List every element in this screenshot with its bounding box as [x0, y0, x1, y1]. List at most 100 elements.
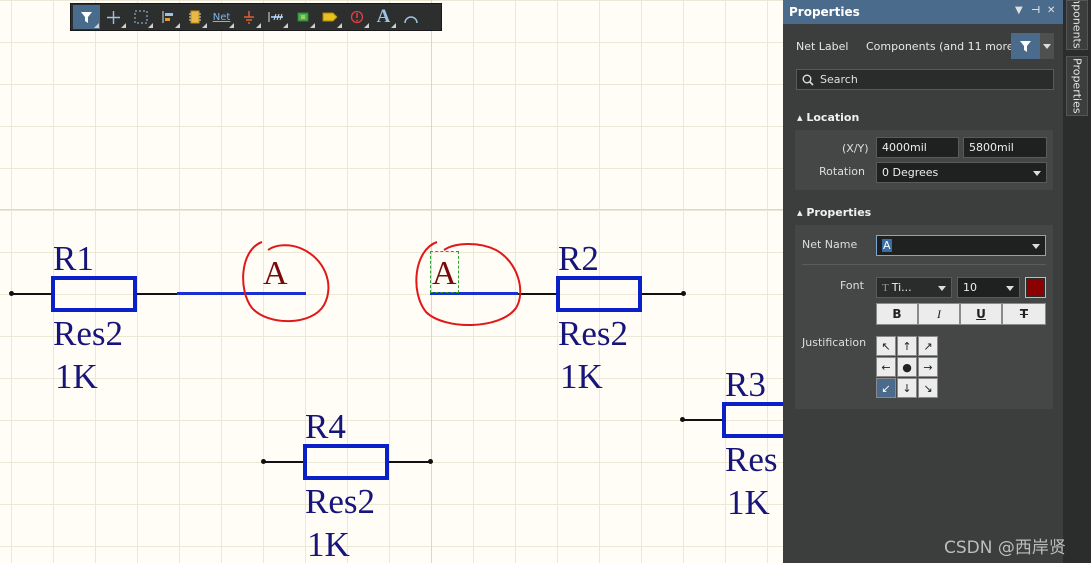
- place-harness-button[interactable]: [289, 5, 316, 29]
- r4-comment[interactable]: Res2: [305, 482, 375, 521]
- search-input[interactable]: Search: [820, 73, 858, 86]
- justify-bottom-center-button[interactable]: ↓: [897, 378, 917, 398]
- justification-label: Justification: [802, 336, 867, 349]
- align-button[interactable]: [154, 5, 181, 29]
- font-label: Font: [840, 279, 864, 292]
- justify-bottom-left-button[interactable]: ↙: [876, 378, 896, 398]
- chevron-down-icon: [1032, 243, 1040, 249]
- justify-middle-right-button[interactable]: →: [918, 357, 938, 377]
- y-input[interactable]: 5800mil: [963, 137, 1047, 158]
- r2-value[interactable]: 1K: [560, 357, 603, 396]
- net-name-input[interactable]: A: [876, 235, 1046, 256]
- properties-panel: Properties ▼ ⊣ ✕ Net Label Components (a…: [783, 0, 1063, 563]
- pin-icon[interactable]: ⊣: [1031, 5, 1041, 16]
- justify-top-center-button[interactable]: ↑: [897, 336, 917, 356]
- search-box[interactable]: Search: [796, 69, 1054, 90]
- rotation-value: 0 Degrees: [882, 166, 939, 179]
- rotation-select[interactable]: 0 Degrees: [876, 162, 1047, 183]
- pin-end: [428, 459, 433, 464]
- watermark: CSDN @西岸贤: [944, 538, 1066, 558]
- annotation-circle: [415, 241, 522, 327]
- net-label-a-left[interactable]: A: [263, 255, 288, 292]
- place-port-button[interactable]: [316, 5, 343, 29]
- font-color-button[interactable]: [1025, 277, 1046, 298]
- annotation-circle: [242, 241, 330, 323]
- annotation-overlay: [242, 241, 522, 327]
- resistor-r3-body[interactable]: [722, 402, 783, 438]
- x-input[interactable]: 4000mil: [876, 137, 959, 158]
- panel-dock: Components Properties: [1063, 0, 1091, 563]
- justify-top-left-button[interactable]: ↖: [876, 336, 896, 356]
- ground-icon: [243, 11, 254, 24]
- place-bus-button[interactable]: [262, 5, 289, 29]
- strikethrough-button[interactable]: T: [1002, 303, 1046, 325]
- panel-filter-dropdown[interactable]: [1040, 33, 1054, 59]
- component-icon: [188, 10, 201, 24]
- tab-components[interactable]: Components: [1066, 0, 1088, 50]
- pin-wire: [518, 293, 558, 295]
- place-arc-button[interactable]: [397, 5, 424, 29]
- resistor-r2-body[interactable]: [556, 276, 642, 312]
- justify-center-button[interactable]: ●: [897, 357, 917, 377]
- r2-comment[interactable]: Res2: [558, 314, 628, 353]
- justify-top-right-button[interactable]: ↗: [918, 336, 938, 356]
- location-heading: Location: [806, 111, 860, 124]
- pin-wire: [11, 293, 53, 295]
- place-power-button[interactable]: [235, 5, 262, 29]
- port-icon: [322, 12, 338, 22]
- filter-summary[interactable]: Components (and 11 more): [866, 40, 1018, 53]
- underline-button[interactable]: U: [960, 303, 1002, 325]
- search-icon: [802, 74, 814, 86]
- pin-wire: [642, 293, 684, 295]
- r4-designator[interactable]: R4: [305, 407, 346, 446]
- chevron-down-icon: [1043, 43, 1051, 49]
- properties-heading: Properties: [806, 206, 872, 219]
- panel-menu-icon[interactable]: ▼: [1015, 5, 1023, 16]
- tab-properties[interactable]: Properties: [1066, 56, 1088, 116]
- font-size-select[interactable]: 10: [957, 277, 1020, 298]
- active-bar-toolbar: Net A: [70, 3, 442, 31]
- select-button[interactable]: [127, 5, 154, 29]
- place-sheet-entry-button[interactable]: [343, 5, 370, 29]
- resistor-r1-body[interactable]: [51, 276, 137, 312]
- r2-designator[interactable]: R2: [558, 239, 599, 278]
- pin-wire: [263, 461, 305, 463]
- r3-value[interactable]: 1K: [727, 483, 770, 522]
- drag-button[interactable]: [100, 5, 127, 29]
- r1-value[interactable]: 1K: [55, 357, 98, 396]
- r3-designator[interactable]: R3: [725, 365, 766, 404]
- grid-line: [0, 209, 783, 210]
- location-section-header[interactable]: ▴ Location: [797, 111, 860, 124]
- place-part-button[interactable]: [181, 5, 208, 29]
- tab-properties-label: Properties: [1070, 58, 1084, 114]
- panel-filter-button[interactable]: [1011, 33, 1040, 59]
- pin-wire: [137, 293, 177, 295]
- net-label-a-right[interactable]: A: [432, 255, 457, 292]
- bold-button[interactable]: B: [876, 303, 918, 325]
- r3-comment[interactable]: Res: [725, 440, 778, 479]
- net-label-icon: Net: [212, 11, 231, 23]
- resistor-r4-body[interactable]: [303, 444, 389, 480]
- panel-title-bar: Properties ▼ ⊣ ✕: [783, 0, 1063, 24]
- r1-comment[interactable]: Res2: [53, 314, 123, 353]
- select-area-icon: [134, 10, 147, 24]
- properties-section-header[interactable]: ▴ Properties: [797, 206, 872, 219]
- place-net-label-button[interactable]: Net: [208, 5, 235, 29]
- net-wire[interactable]: [177, 292, 306, 295]
- net-wire[interactable]: [430, 292, 518, 295]
- pin-end: [681, 291, 686, 296]
- r1-designator[interactable]: R1: [53, 239, 94, 278]
- chevron-down-icon: [1033, 170, 1041, 176]
- justify-middle-left-button[interactable]: ←: [876, 357, 896, 377]
- italic-button[interactable]: I: [918, 303, 960, 325]
- selection-box: [430, 251, 459, 293]
- object-type-label: Net Label: [796, 40, 849, 53]
- close-icon[interactable]: ✕: [1047, 5, 1056, 16]
- filter-button[interactable]: [73, 5, 100, 29]
- justify-bottom-right-button[interactable]: ↘: [918, 378, 938, 398]
- r4-value[interactable]: 1K: [307, 525, 350, 563]
- schematic-canvas[interactable]: R1 Res2 1K A A R2 Res2 1K R3 Res 1K R4 R…: [0, 0, 783, 563]
- font-color-swatch: [1028, 280, 1043, 295]
- place-text-button[interactable]: A: [370, 5, 397, 29]
